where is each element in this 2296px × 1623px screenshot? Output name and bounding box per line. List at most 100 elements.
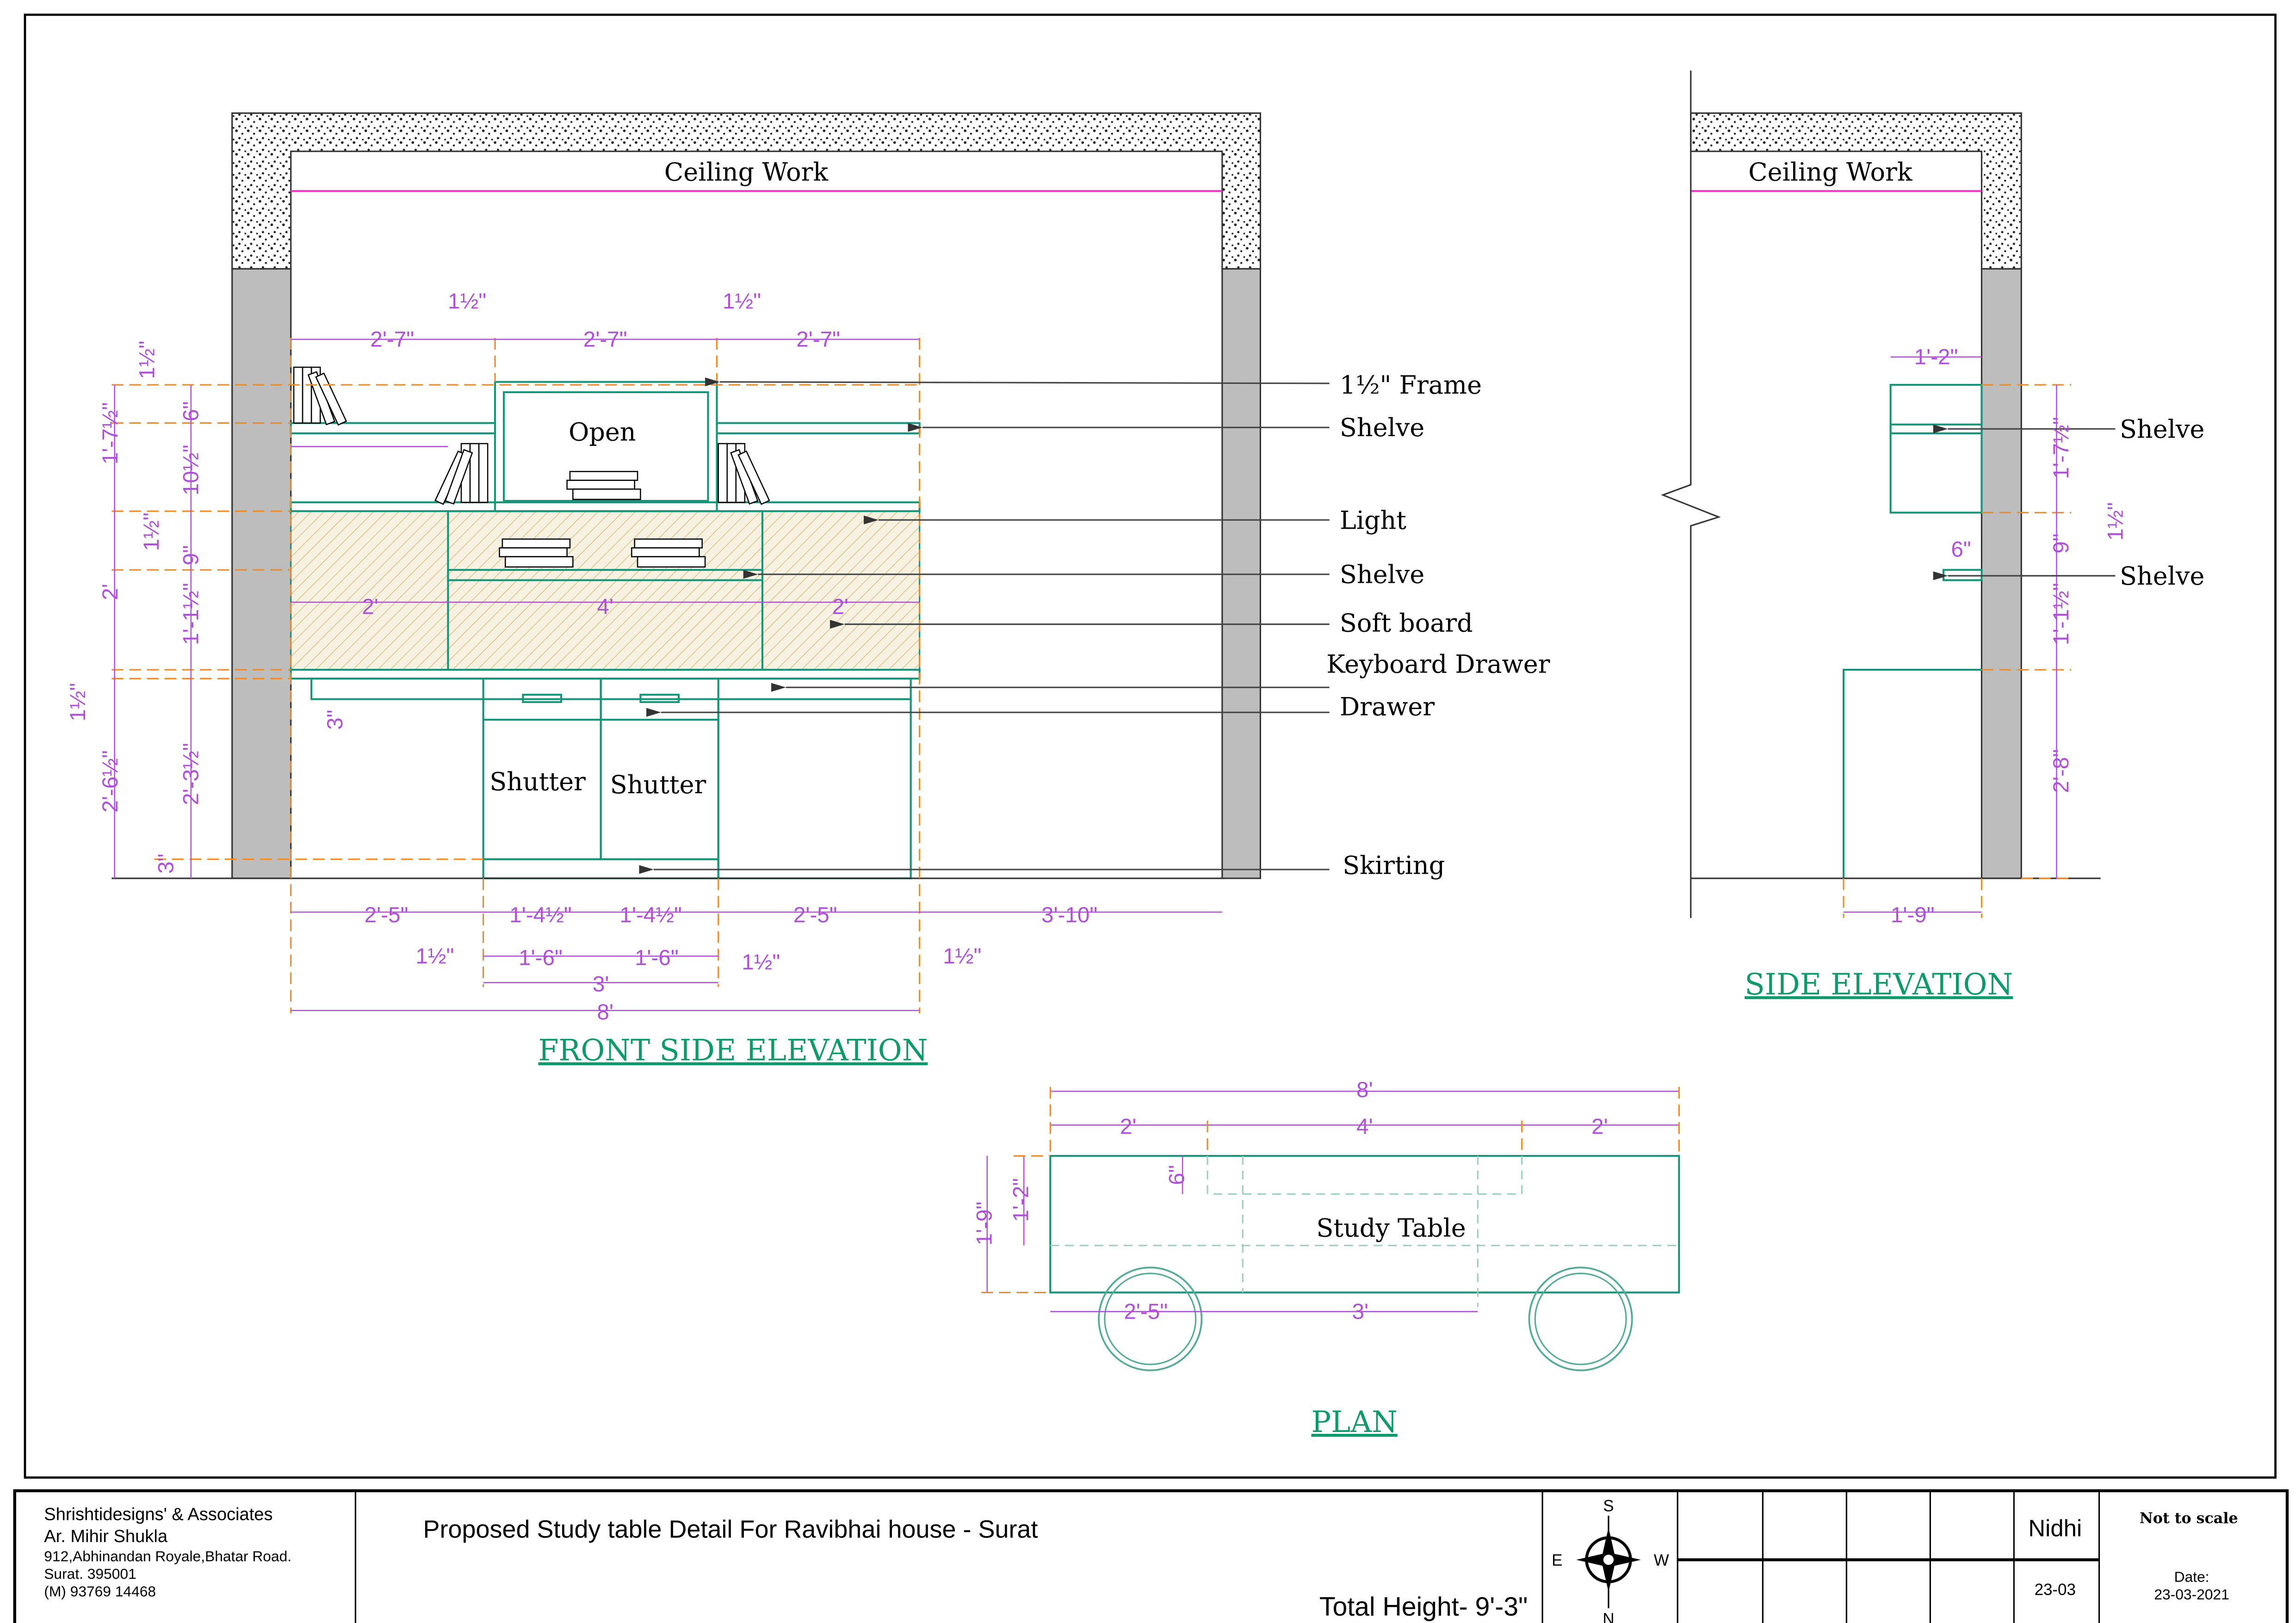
title-block: Shrishtidesigns' & Associates Ar. Mihir … <box>13 1489 2289 1623</box>
compass-bottom: N <box>1603 1610 1614 1623</box>
callout-leaders <box>639 377 1330 874</box>
plan-view: Study Table PLAN 8'2'4'2'6"1'-2"1'-9"2'-… <box>972 1078 1680 1439</box>
dimension-label: 2' <box>832 594 848 619</box>
stacked-books-icon <box>499 471 706 568</box>
total-height: Total Height- 9'-3" <box>1319 1592 1528 1622</box>
firm-city: Surat. 395001 <box>44 1566 136 1582</box>
dimension-label: 1'-4½" <box>509 903 572 927</box>
firm-phone: (M) 93769 14468 <box>44 1583 156 1600</box>
dimension-label: 3'-10" <box>1041 903 1097 927</box>
ceiling-label: Ceiling Work <box>664 158 829 187</box>
dimension-label: 1'-7½" <box>2049 417 2073 479</box>
compass-right: W <box>1654 1551 1669 1569</box>
dimension-label: 3' <box>593 972 609 996</box>
wheel-icon <box>1104 1272 1197 1365</box>
firm-name: Shrishtidesigns' & Associates <box>44 1505 272 1524</box>
project-title: Proposed Study table Detail For Ravibhai… <box>423 1516 1038 1543</box>
table-top <box>290 669 921 680</box>
dimension-label: 4' <box>1356 1114 1373 1139</box>
side-elevation: Ceiling Work Shelve Shelve SIDE ELEVATIO… <box>1660 70 2204 1001</box>
dimension-label: 4' <box>597 594 613 619</box>
dimension-label: 3" <box>154 854 179 874</box>
dimension-label: 1'-6" <box>635 945 679 970</box>
firm-address: 912,Abhinandan Royale,Bhatar Road. <box>44 1548 291 1564</box>
dimension-label: 1'-9" <box>972 1202 996 1246</box>
drawer-handle <box>639 693 680 704</box>
callout-shelve: Shelve <box>2120 562 2204 591</box>
left-wall <box>231 268 292 879</box>
dimension-label: 1½" <box>139 512 164 551</box>
dimension-label: 9" <box>2049 533 2073 553</box>
dimension-label: 2'-7" <box>370 327 414 352</box>
extension-lines <box>111 338 921 1014</box>
compass-left: E <box>1552 1551 1562 1569</box>
middle-shelf <box>447 569 764 581</box>
plan-label: Study Table <box>1316 1214 1466 1243</box>
dimension-lines <box>986 1091 1679 1312</box>
hidden-lines <box>1050 1156 1679 1308</box>
callout-soft-board: Soft board <box>1340 609 1473 638</box>
compass-icon <box>1576 1516 1641 1609</box>
dimension-label: 2'-3½" <box>179 743 204 805</box>
architect-name: Ar. Mihir Shukla <box>44 1527 168 1546</box>
shutter-label: Shutter <box>610 770 706 799</box>
callout-shelve: Shelve <box>2120 414 2204 444</box>
dimension-label: 1'-2" <box>1914 345 1958 370</box>
dimension-label: 8' <box>597 1000 613 1024</box>
scale-note: Not to scale <box>2140 1510 2238 1527</box>
dimension-label: 2'-5" <box>793 903 837 927</box>
dimension-label: 6" <box>179 401 204 421</box>
dimension-label: 1½" <box>723 289 761 314</box>
keyboard-drawer <box>310 678 912 700</box>
dimension-label: 1'-6" <box>519 945 563 970</box>
open-label: Open <box>569 418 636 447</box>
dimension-label: 2'-7" <box>796 327 840 352</box>
dimension-label: 1'-7½" <box>98 402 123 465</box>
sheet-border <box>24 13 2277 1479</box>
dimension-label: 2'-7" <box>583 327 627 352</box>
callout-light: Light <box>1340 506 1406 535</box>
callout-shelve: Shelve <box>1340 413 1424 442</box>
plan-title: PLAN <box>1311 1405 1397 1439</box>
compass-top: S <box>1603 1497 1614 1515</box>
dimension-label: 9" <box>179 545 204 565</box>
dimension-label: 2'-8" <box>2049 749 2073 793</box>
dimension-label: 2'-5" <box>365 903 408 927</box>
drawer-handle <box>522 693 563 704</box>
dimension-label: 1½" <box>943 944 981 969</box>
callout-shelve: Shelve <box>1340 560 1424 589</box>
shutter-label: Shutter <box>489 767 586 796</box>
soft-board-area <box>290 510 921 671</box>
side-elevation-title: SIDE ELEVATION <box>1745 967 2013 1001</box>
dimension-label: 1'-1½" <box>179 583 204 645</box>
wall <box>1980 268 2022 879</box>
callout-drawer: Drawer <box>1340 692 1435 722</box>
short-date: 23-03 <box>2035 1581 2076 1599</box>
right-wall <box>1221 268 1261 879</box>
dimension-label: 3' <box>1352 1300 1369 1324</box>
date-label: Date: <box>2174 1568 2209 1585</box>
date-value: 23-03-2021 <box>2154 1586 2229 1603</box>
wheel-icon <box>1534 1272 1627 1365</box>
dimension-label: 1½" <box>415 944 454 969</box>
callout-skirting: Skirting <box>1343 851 1445 880</box>
dimension-label: 1½" <box>742 950 780 975</box>
dimension-label: 10½" <box>179 444 204 495</box>
extension-lines <box>1843 384 2072 918</box>
break-line <box>1660 70 1721 918</box>
books-icon <box>293 366 770 505</box>
table-profile <box>1842 669 1982 878</box>
dimension-label: 1½" <box>448 289 486 314</box>
dimension-label: 1½" <box>2103 502 2128 541</box>
dimension-label: 1½" <box>135 341 159 379</box>
front-elevation-title: FRONT SIDE ELEVATION <box>538 1033 928 1068</box>
right-shelf <box>716 422 921 434</box>
dimension-label: 1'-2" <box>1009 1178 1034 1222</box>
dimension-label: 3" <box>323 710 347 729</box>
dimension-label: 6" <box>1951 537 1971 562</box>
front-dimension-labels: 2'-7" 2'-7" 2'-7" 1½" 1½" 1½" 6" 1'-7½" 10½" 1½" 9… <box>66 289 1097 1024</box>
shelf-box <box>1889 384 1983 514</box>
dimension-label: 1'-9" <box>1891 903 1935 927</box>
plan-dimension-labels: 8'2'4'2'6"1'-2"1'-9"2'-5"3' <box>972 1078 1608 1324</box>
